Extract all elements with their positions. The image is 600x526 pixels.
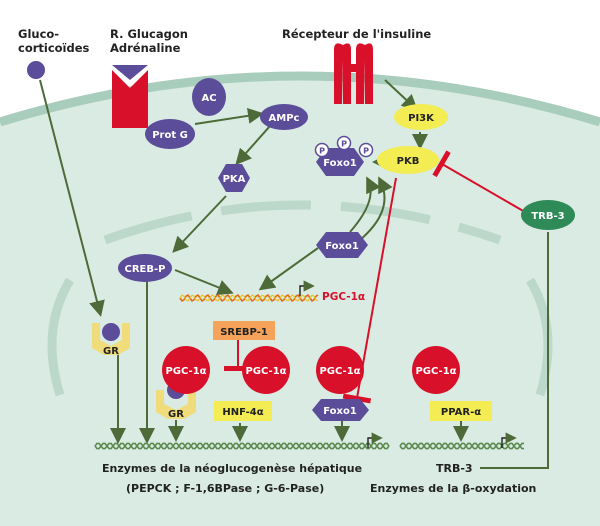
foxo1-phospho-label: Foxo1 bbox=[323, 158, 357, 169]
neoglucogenese-label: Enzymes de la néoglucogenèse hépatique bbox=[102, 462, 362, 475]
pkb-label: PKB bbox=[397, 156, 420, 167]
pgc1a-node-2: PGC-1α bbox=[242, 346, 290, 394]
creb-p-node: CREB-P bbox=[118, 254, 172, 282]
foxo1-nuclear-node: Foxo1 bbox=[316, 232, 368, 258]
prot-g-label: Prot G bbox=[152, 130, 188, 141]
pi3k-label: PI3K bbox=[408, 113, 435, 124]
neoglucogenese-enzymes-label: (PEPCK ; F-1,6BPase ; G-6-Pase) bbox=[126, 482, 324, 495]
pgc1a-label-1: PGC-1α bbox=[165, 366, 206, 377]
trb3-node: TRB-3 bbox=[521, 200, 575, 230]
foxo1-bound-label: Foxo1 bbox=[323, 406, 357, 417]
glucagon-label-1: R. Glucagon bbox=[110, 27, 188, 41]
hnf4a-node: HNF-4α bbox=[214, 401, 272, 421]
pgc1a-label-3: PGC-1α bbox=[319, 366, 360, 377]
transcription-start-arrows bbox=[299, 280, 517, 448]
hnf4a-label: HNF-4α bbox=[222, 407, 263, 418]
insulin-receptor-icon bbox=[334, 43, 373, 104]
cell-cytoplasm bbox=[0, 76, 600, 526]
glucocorticoids-label-1: Gluco- bbox=[18, 27, 59, 41]
pgc1a-node-1: PGC-1α bbox=[162, 346, 210, 394]
gr-bound-label: GR bbox=[168, 409, 184, 420]
phospho-label-3: P bbox=[363, 147, 369, 156]
pgc1a-label-2: PGC-1α bbox=[245, 366, 286, 377]
beta-oxydation-label: Enzymes de la β-oxydation bbox=[370, 482, 536, 495]
srebp1-node: SREBP-1 bbox=[213, 321, 275, 340]
ppara-label: PPAR-α bbox=[441, 407, 481, 418]
glucagon-receptor-icon bbox=[112, 65, 148, 128]
glucocorticoids-label-2: corticoïdes bbox=[18, 41, 90, 55]
pi3k-node: PI3K bbox=[394, 104, 448, 130]
cell-membrane bbox=[0, 71, 600, 127]
ac-node: AC bbox=[192, 78, 226, 116]
foxo1-nuclear-label: Foxo1 bbox=[325, 241, 359, 252]
pgc1a-label-4: PGC-1α bbox=[415, 366, 456, 377]
phospho-label-1: P bbox=[319, 147, 325, 156]
ppara-node: PPAR-α bbox=[430, 401, 492, 421]
insulin-receptor-label: Récepteur de l'insuline bbox=[282, 27, 431, 41]
trb3-label: TRB-3 bbox=[531, 211, 564, 222]
dna-strands bbox=[94, 442, 524, 450]
pgc1a-node-3: PGC-1α bbox=[316, 346, 364, 394]
ampc-label: AMPc bbox=[269, 113, 300, 124]
ampc-node: AMPc bbox=[260, 104, 308, 130]
gr-receptor: GR bbox=[92, 323, 130, 357]
phospho-label-2: P bbox=[341, 140, 347, 149]
pgc1a-gene-label: PGC-1α bbox=[322, 291, 365, 303]
foxo1-bound-node: Foxo1 bbox=[312, 399, 369, 421]
pgc1a-node-4: PGC-1α bbox=[412, 346, 460, 394]
pka-label: PKA bbox=[223, 174, 246, 185]
foxo1-phospho-node: Foxo1 bbox=[316, 148, 364, 176]
inhibition-lines bbox=[224, 150, 526, 404]
creb-p-label: CREB-P bbox=[125, 264, 166, 275]
glucagon-label-2: Adrénaline bbox=[110, 41, 181, 55]
pka-node: PKA bbox=[218, 164, 250, 192]
glucocorticoid-ligand bbox=[27, 61, 45, 79]
gr-label: GR bbox=[103, 346, 119, 357]
ac-label: AC bbox=[201, 93, 216, 104]
nuclear-envelope-top bbox=[103, 200, 502, 245]
phosphate-groups: P P P bbox=[314, 135, 374, 158]
nuclear-envelope-left bbox=[47, 277, 74, 397]
srebp1-label: SREBP-1 bbox=[220, 327, 268, 338]
pkb-node: PKB bbox=[377, 146, 439, 174]
prot-g-node: Prot G bbox=[145, 119, 195, 149]
pgc1a-mrna-strand bbox=[179, 294, 319, 302]
trb3-gene-label: TRB-3 bbox=[436, 462, 473, 475]
